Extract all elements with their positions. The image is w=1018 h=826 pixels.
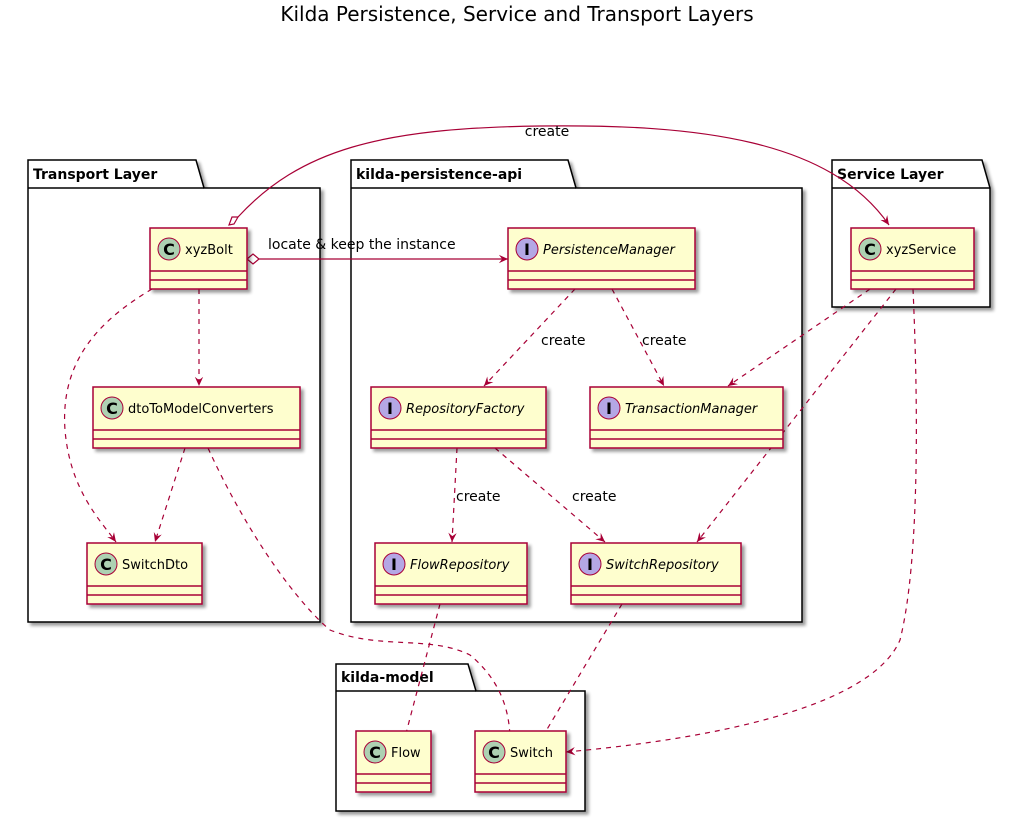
class-badge-letter: C [488, 743, 500, 762]
interface-badge-letter: I [606, 399, 612, 418]
class-switch[interactable]: C Switch [474, 730, 567, 793]
class-xyzservice[interactable]: C xyzService [850, 227, 975, 290]
edge-service-to-transactionmanager [727, 288, 871, 387]
interface-badge-icon [515, 237, 539, 261]
label-rf-sr-create: create [572, 489, 616, 505]
edge-bolt-to-switchdto [64, 288, 153, 543]
class-name-xyzbolt: xyzBolt [185, 243, 233, 258]
edge-converters-to-switchdto [153, 447, 186, 543]
package-title-service: Service Layer [837, 167, 944, 183]
interface-badge-letter: I [387, 399, 393, 418]
edge-switchrepository-to-switch [540, 603, 623, 741]
label-bolt-service-create: create [525, 124, 569, 140]
interface-repositoryfactory[interactable]: I RepositoryFactory [370, 386, 547, 449]
class-name-flow: Flow [391, 746, 421, 761]
class-badge-icon [858, 237, 882, 261]
class-badge-letter: C [163, 240, 175, 259]
class-switchdto[interactable]: C SwitchDto [86, 542, 203, 605]
interface-badge-letter: I [587, 555, 593, 574]
edge-pm-to-repositoryfactory [483, 288, 576, 387]
interface-name-switchrepository: SwitchRepository [606, 558, 719, 573]
interface-flowrepository[interactable]: I FlowRepository [374, 542, 528, 605]
class-name-switchdto: SwitchDto [122, 558, 188, 573]
aggregation-diamond-bolt-right [246, 253, 260, 265]
interface-badge-letter: I [524, 240, 530, 259]
label-pm-tm-create: create [642, 333, 686, 349]
class-badge-icon [363, 740, 387, 764]
edges [64, 125, 917, 756]
interface-badge-icon [378, 396, 402, 420]
aggregation-diamond-bolt-top [228, 216, 240, 226]
interface-badge-letter: I [391, 555, 397, 574]
interface-badge-icon [578, 552, 602, 576]
interface-persistencemanager[interactable]: I PersistenceManager [507, 227, 696, 290]
diagram-title: Kilda Persistence, Service and Transport… [280, 2, 753, 26]
class-name-dtotomodelconverters: dtoToModelConverters [128, 402, 274, 417]
class-badge-icon [100, 396, 124, 420]
class-badge-letter: C [864, 240, 876, 259]
interface-name-repositoryfactory: RepositoryFactory [406, 402, 525, 417]
class-xyzbolt[interactable]: C xyzBolt [149, 227, 248, 290]
edge-flowrepository-to-flow [404, 603, 441, 741]
package-title-transport: Transport Layer [33, 167, 157, 183]
interface-name-flowrepository: FlowRepository [410, 558, 510, 573]
edge-bolt-to-service [237, 125, 890, 226]
edge-pm-to-transactionmanager [611, 288, 665, 387]
label-pm-rf-create: create [541, 333, 585, 349]
class-badge-letter: C [100, 555, 112, 574]
interface-name-transactionmanager: TransactionManager [625, 402, 759, 417]
interface-badge-icon [382, 552, 406, 576]
class-badge-icon [94, 552, 118, 576]
class-badge-letter: C [369, 743, 381, 762]
class-badge-icon [482, 740, 506, 764]
interface-name-persistencemanager: PersistenceManager [543, 243, 676, 258]
class-flow[interactable]: C Flow [355, 730, 432, 793]
class-name-xyzservice: xyzService [886, 243, 956, 258]
class-badge-icon [157, 237, 181, 261]
interface-switchrepository[interactable]: I SwitchRepository [570, 542, 742, 605]
edge-converters-to-switch [207, 447, 510, 741]
edge-service-to-switchrepository [696, 288, 897, 543]
label-locate-keep-instance: locate & keep the instance [268, 237, 456, 253]
package-title-persistence: kilda-persistence-api [356, 167, 522, 183]
edge-rf-to-switchrepository [494, 447, 606, 543]
interface-transactionmanager[interactable]: I TransactionManager [589, 386, 784, 449]
class-name-switch: Switch [510, 746, 553, 761]
edge-service-to-switch [565, 288, 917, 756]
package-title-model: kilda-model [341, 670, 434, 686]
interface-badge-icon [597, 396, 621, 420]
class-dtotomodelconverters[interactable]: C dtoToModelConverters [92, 386, 301, 449]
label-rf-fr-create: create [456, 489, 500, 505]
class-badge-letter: C [106, 399, 118, 418]
